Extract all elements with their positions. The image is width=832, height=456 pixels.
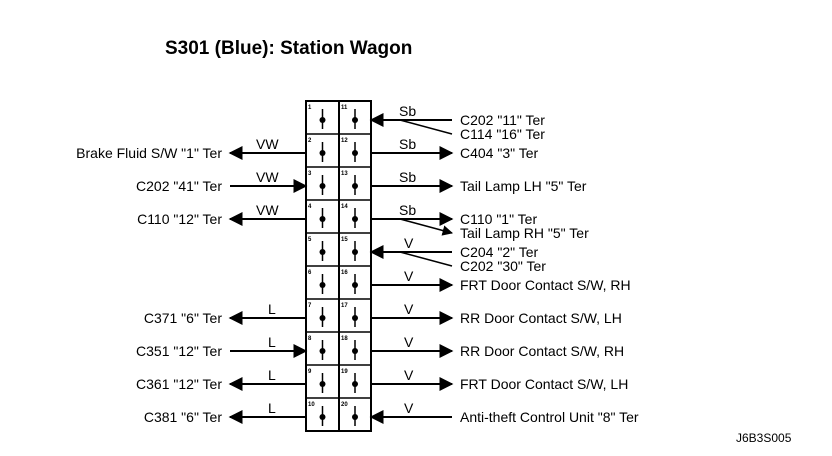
wire-color-label: V [404, 268, 414, 284]
pin-number: 5 [308, 237, 312, 243]
left-terminal-label: C381 "6" Ter [144, 409, 223, 425]
wire-color-label: Sb [399, 202, 416, 218]
terminal-dot [352, 348, 358, 354]
left-terminal-label: C110 "12" Ter [137, 211, 222, 227]
pin-number: 1 [308, 105, 312, 111]
terminal-dot [319, 282, 326, 288]
pin-number: 6 [308, 270, 312, 276]
wire-color-label: L [268, 400, 276, 416]
pin-number: 10 [308, 402, 315, 408]
pin-number: 12 [341, 138, 348, 144]
pin-number: 11 [341, 105, 348, 111]
terminal-dot [319, 183, 326, 189]
terminal-dot [319, 315, 326, 321]
terminal-dot [319, 249, 326, 255]
pin-number: 7 [308, 303, 312, 309]
pin-number: 16 [341, 270, 348, 276]
terminal-dot [319, 216, 326, 222]
wire-color-label: VW [256, 136, 279, 152]
pin-number: 2 [308, 138, 312, 144]
terminal-dot [319, 117, 326, 123]
wire-color-label: V [404, 367, 414, 383]
right-terminal-label: FRT Door Contact S/W, LH [460, 376, 628, 392]
wire-color-label: V [404, 235, 414, 251]
wire-color-label: V [404, 301, 414, 317]
branch-wire [399, 119, 453, 135]
wire-color-label: VW [256, 169, 279, 185]
right-terminal-label: RR Door Contact S/W, LH [460, 310, 622, 326]
wire-color-label: L [268, 367, 276, 383]
right-terminal-label: FRT Door Contact S/W, RH [460, 277, 631, 293]
terminal-dot [319, 414, 326, 420]
pin-number: 20 [341, 402, 348, 408]
pin-number: 4 [308, 204, 312, 210]
branch-terminal-label: C114 "16" Ter [460, 126, 545, 142]
right-terminal-label: Anti-theft Control Unit "8" Ter [460, 409, 639, 425]
wire-color-label: V [404, 400, 414, 416]
pin-number: 17 [341, 303, 348, 309]
terminal-dot [352, 315, 358, 321]
terminal-dot [319, 381, 326, 387]
pin-number: 18 [341, 336, 348, 342]
left-terminal-label: C202 "41" Ter [136, 178, 222, 194]
right-terminal-label: C110 "1" Ter [460, 211, 537, 227]
left-terminal-label: C351 "12" Ter [136, 343, 222, 359]
right-terminal-label: C404 "3" Ter [460, 145, 539, 161]
terminal-dot [352, 381, 358, 387]
pin-number: 15 [341, 237, 348, 243]
wire-color-label: L [268, 334, 276, 350]
pin-number: 19 [341, 369, 348, 375]
left-terminal-label: C371 "6" Ter [144, 310, 223, 326]
branch-wire [399, 251, 453, 267]
terminal-dot [352, 249, 358, 255]
terminal-dot [352, 150, 358, 156]
pin-number: 14 [341, 204, 348, 210]
terminal-dot [352, 282, 358, 288]
branch-terminal-label: Tail Lamp RH "5" Ter [460, 225, 589, 241]
right-terminal-label: RR Door Contact S/W, RH [460, 343, 624, 359]
right-terminal-label: C202 "11" Ter [460, 112, 545, 128]
left-terminal-label: Brake Fluid S/W "1" Ter [76, 145, 222, 161]
diagram-title: S301 (Blue): Station Wagon [165, 38, 412, 59]
wire-color-label: Sb [399, 103, 416, 119]
wire-color-label: L [268, 301, 276, 317]
right-terminal-label: C204 "2" Ter [460, 244, 539, 260]
terminal-dot [319, 348, 326, 354]
terminal-dot [352, 183, 358, 189]
wire-color-label: Sb [399, 136, 416, 152]
right-terminal-label: Tail Lamp LH "5" Ter [460, 178, 587, 194]
left-terminal-label: C361 "12" Ter [136, 376, 222, 392]
terminal-dot [319, 150, 326, 156]
branch-terminal-label: C202 "30" Ter [460, 258, 546, 274]
terminal-dot [352, 216, 358, 222]
pin-number: 9 [308, 369, 312, 375]
pin-number: 8 [308, 336, 312, 342]
wire-color-label: V [404, 334, 414, 350]
pin-number: 13 [341, 171, 348, 177]
pin-number: 3 [308, 171, 312, 177]
wire-color-label: Sb [399, 169, 416, 185]
terminal-dot [352, 414, 358, 420]
terminal-dot [352, 117, 358, 123]
wire-color-label: VW [256, 202, 279, 218]
figure-code: J6B3S005 [736, 431, 792, 445]
branch-wire [399, 218, 454, 236]
